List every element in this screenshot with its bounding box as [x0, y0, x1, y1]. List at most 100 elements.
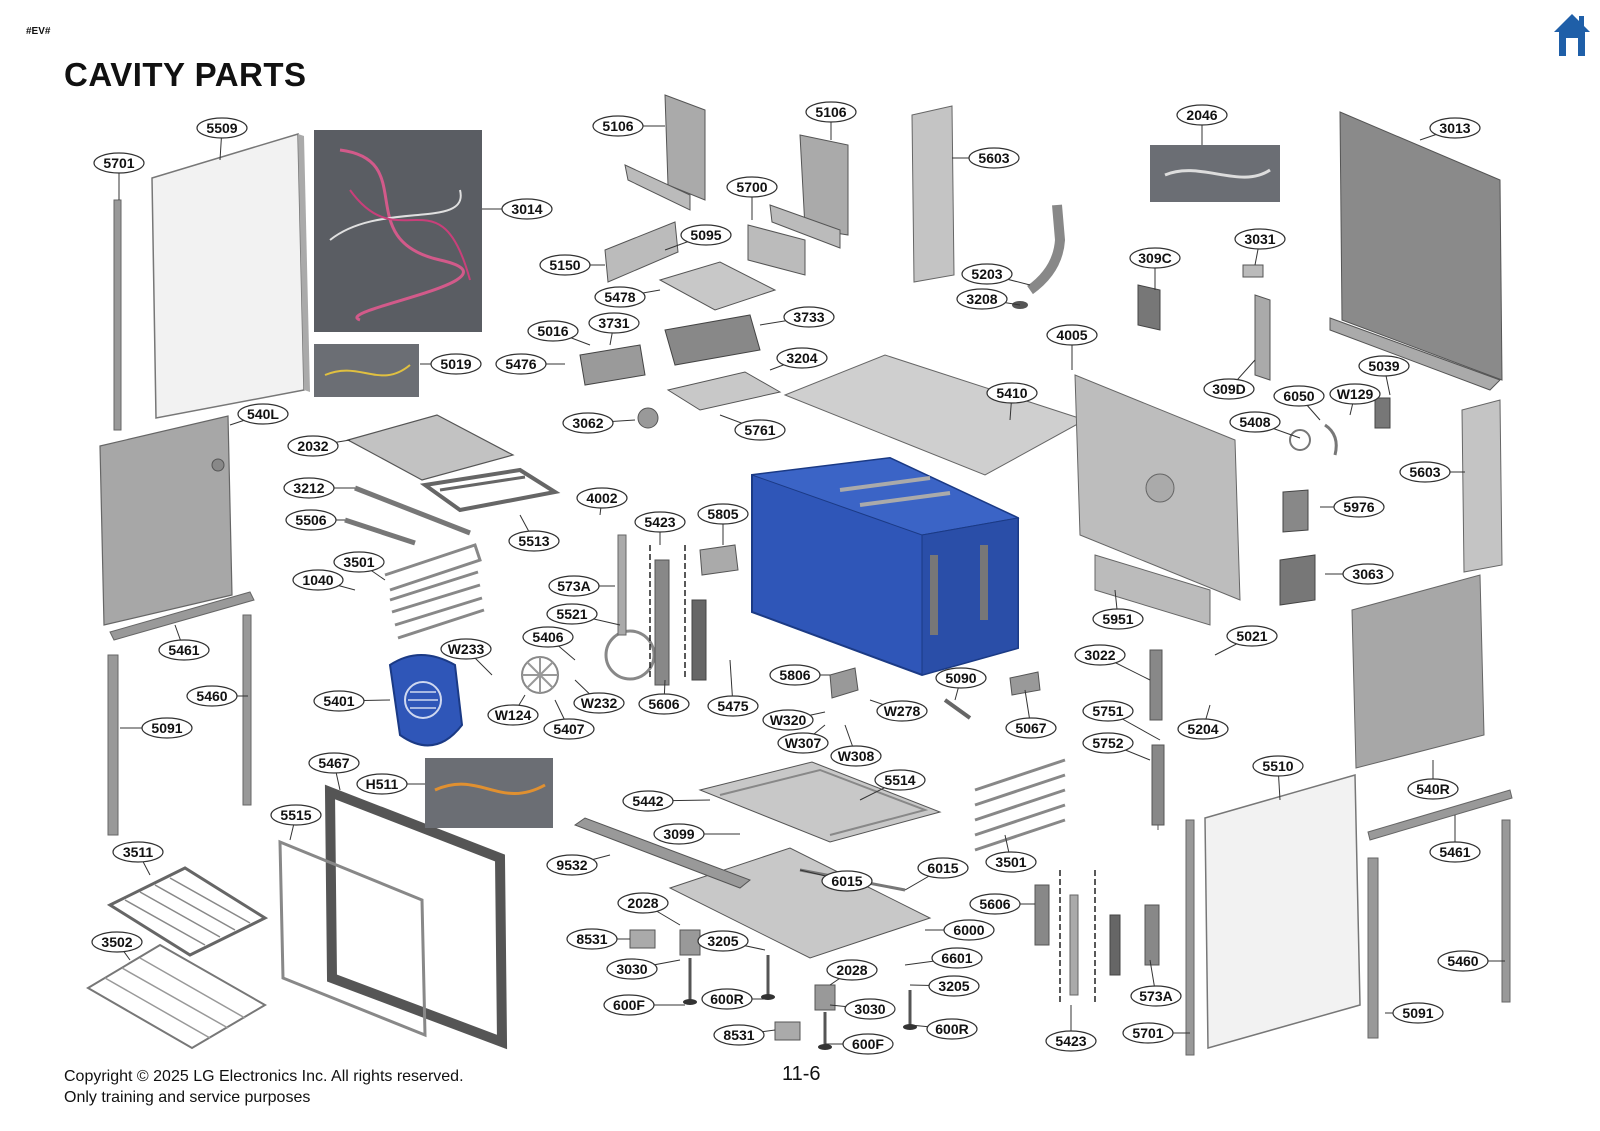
part-callout: 3502 [91, 931, 143, 961]
part-number-label: 6015 [927, 860, 958, 876]
part-number-label: 8531 [576, 931, 607, 947]
callout-bubble [546, 603, 598, 625]
motor-bracket-5106-a [624, 94, 706, 211]
page-title: CAVITY PARTS [64, 56, 307, 93]
part-callout: 5606 [638, 679, 690, 715]
part-callout: 5067 [1005, 689, 1057, 739]
part-number-label: 5514 [884, 772, 915, 788]
callout-bubble [826, 959, 878, 981]
home-icon[interactable] [1552, 12, 1592, 58]
part-number-label: 3030 [854, 1001, 885, 1017]
gasket-5515 [278, 839, 427, 1038]
part-callout: 3208 [956, 288, 1021, 310]
plate-5700 [747, 224, 806, 276]
part-number-label: 5805 [707, 506, 738, 522]
callout-bubble [1358, 355, 1410, 377]
side-panel-540L [99, 415, 233, 626]
part-callout: 309C [1129, 247, 1181, 290]
callout-bubble [588, 312, 640, 334]
part-callout: 5506 [285, 509, 345, 531]
exhaust-pipe-5203 [1012, 204, 1066, 309]
callout-bubble [762, 709, 814, 731]
part-number-label: 5021 [1236, 628, 1267, 644]
bottom-heater-plate-5442 [698, 761, 942, 843]
trim-5461-right [1367, 789, 1513, 841]
side-panel-540R [1351, 574, 1485, 769]
part-number-label: 3208 [966, 291, 997, 307]
callout-bubble [1329, 383, 1381, 405]
part-callout: 5521 [546, 603, 621, 626]
part-callout: 573A [1130, 959, 1182, 1007]
oven-cavity [751, 456, 1020, 677]
rear-panel-4005 [1074, 374, 1241, 601]
fan-cover-5401 [388, 654, 464, 747]
part-callout: 9532 [546, 854, 611, 876]
part-callout: 5761 [719, 414, 786, 441]
part-number-label: 5091 [151, 720, 182, 736]
part-number-label: 3205 [707, 933, 738, 949]
part-number-label: 540L [247, 406, 279, 422]
part-number-label: W232 [581, 695, 618, 711]
callout-bubble [1130, 985, 1182, 1007]
part-number-label: 5476 [505, 356, 536, 372]
part-number-label: 5806 [779, 667, 810, 683]
part-number-label: 3063 [1352, 566, 1383, 582]
part-number-label: W320 [770, 712, 807, 728]
door-panel-5510 [1204, 774, 1361, 1049]
part-number-label: 5521 [556, 606, 587, 622]
part-number-label: 5067 [1015, 720, 1046, 736]
part-number-label: 5106 [602, 118, 633, 134]
top-element-2032 [346, 414, 515, 481]
part-callout: 3013 [1419, 117, 1481, 141]
part-callout: 5460 [1437, 950, 1505, 972]
callout-bubble [196, 117, 248, 139]
part-callout: 5095 [664, 224, 732, 251]
part-number-label: 3030 [616, 961, 647, 977]
callout-bubble [985, 851, 1037, 873]
sensors-5423-left [617, 534, 707, 686]
callout-bubble [543, 718, 595, 740]
callout-bubble [776, 347, 828, 369]
callout-bubble [495, 353, 547, 375]
part-callout: 5751 [1082, 700, 1161, 741]
part-number-label: W233 [448, 641, 485, 657]
callout-bubble [961, 263, 1013, 285]
part-callout: 6015 [799, 869, 873, 892]
part-number-label: 540R [1416, 781, 1449, 797]
part-number-label: 5150 [549, 257, 580, 273]
rail-5091-right [1367, 857, 1379, 1039]
part-number-label: 5603 [1409, 464, 1440, 480]
wire-photo-2046 [1150, 145, 1280, 202]
part-callout: 5106 [592, 115, 665, 137]
vent-3063 [1279, 554, 1316, 606]
rail-5701-right [1185, 819, 1195, 1056]
top-cover-5410 [783, 354, 1087, 476]
part-callout: 5203 [961, 263, 1031, 286]
part-number-label: 5401 [323, 693, 354, 709]
part-callout: 5700 [726, 176, 778, 220]
callout-bubble [1229, 411, 1281, 433]
part-callout: W320 [762, 709, 826, 731]
part-callout: 5510 [1252, 755, 1304, 801]
rail-9532 [573, 817, 751, 889]
part-number-label: 6015 [831, 873, 862, 889]
callout-bubble [1082, 732, 1134, 754]
rods-3212-5506 [344, 485, 471, 546]
part-callout: 5701 [1122, 1022, 1190, 1044]
callout-bubble [1342, 563, 1394, 585]
callout-bubble [653, 823, 705, 845]
part-callout: 8531 [713, 1024, 776, 1046]
usage-note: Only training and service purposes [64, 1089, 311, 1106]
callout-bubble [777, 732, 829, 754]
trim-5461-left [109, 591, 255, 641]
part-number-label: W124 [495, 707, 532, 723]
callout-bubble [548, 575, 600, 597]
bracket-5806 [829, 667, 859, 699]
part-callout: 5603 [1399, 461, 1465, 483]
callout-bubble [313, 690, 365, 712]
part-callout: 5476 [495, 353, 565, 375]
box-3731 [579, 344, 646, 386]
part-number-label: 8531 [723, 1027, 754, 1043]
motor-bracket-5106-b [769, 134, 849, 249]
part-number-label: 309D [1212, 381, 1245, 397]
